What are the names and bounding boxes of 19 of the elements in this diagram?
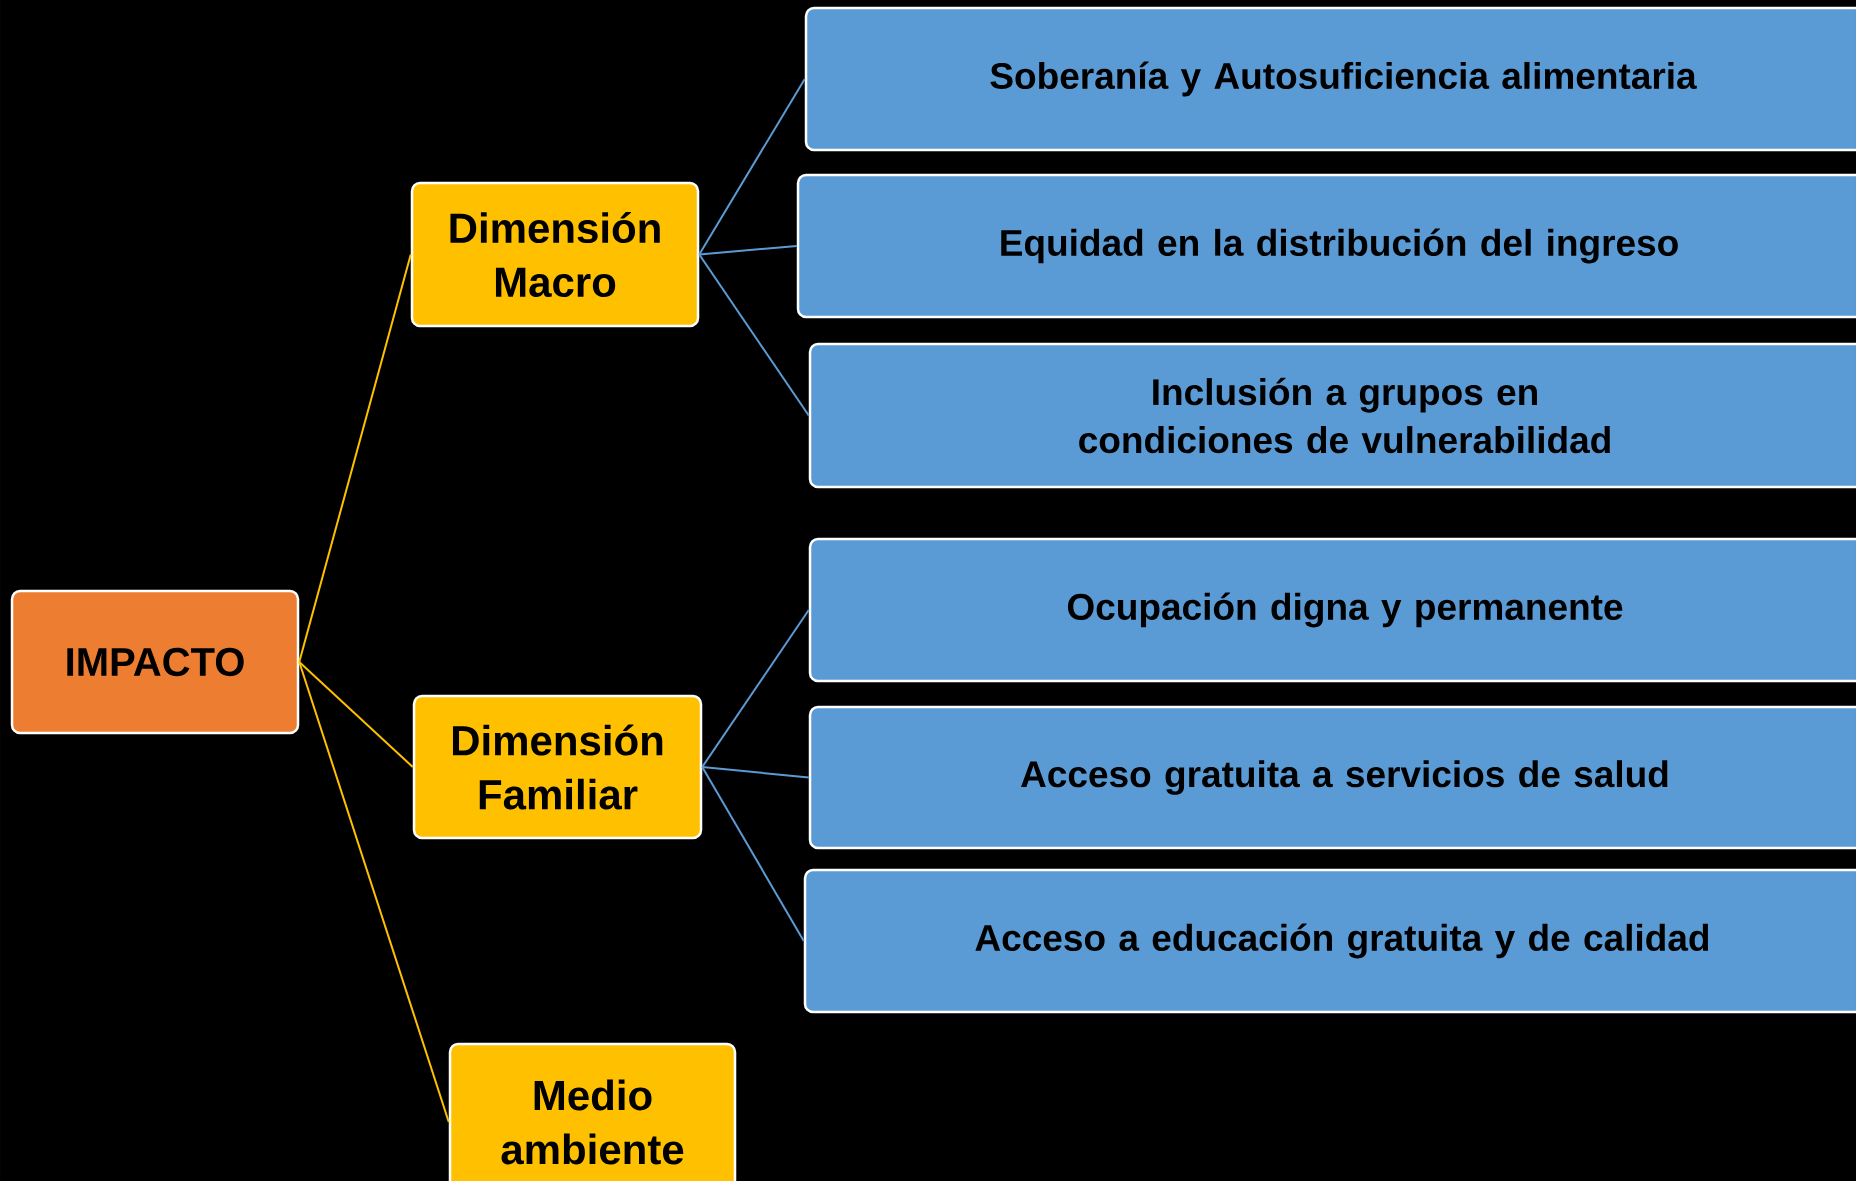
dimension-box: Medio ambiente <box>448 1042 737 1181</box>
outcome-box: Acceso gratuita a servicios de salud <box>808 705 1856 850</box>
connector-line <box>298 253 412 663</box>
connector-line <box>298 661 414 768</box>
connector-line <box>298 661 450 1123</box>
outcome-box: Ocupación digna y permanente <box>808 537 1856 683</box>
dimension-box: Dimensión Familiar <box>412 694 703 840</box>
outcome-box: Soberanía y Autosuficiencia alimentaria <box>804 6 1856 152</box>
connector-line <box>701 766 805 942</box>
outcome-box: Acceso a educación gratuita y de calidad <box>803 868 1856 1014</box>
connector-line <box>701 766 810 779</box>
outcome-box: Equidad en la distribución del ingreso <box>796 173 1856 319</box>
impact-box: IMPACTO <box>10 589 300 735</box>
dimension-box: Dimensión Macro <box>410 181 700 328</box>
connector-line <box>698 245 798 256</box>
connector-line <box>701 609 810 768</box>
outcome-box: Inclusión a grupos en condiciones de vulnerabilidad <box>808 342 1856 489</box>
connector-line <box>698 78 806 256</box>
connector-line <box>698 253 810 417</box>
